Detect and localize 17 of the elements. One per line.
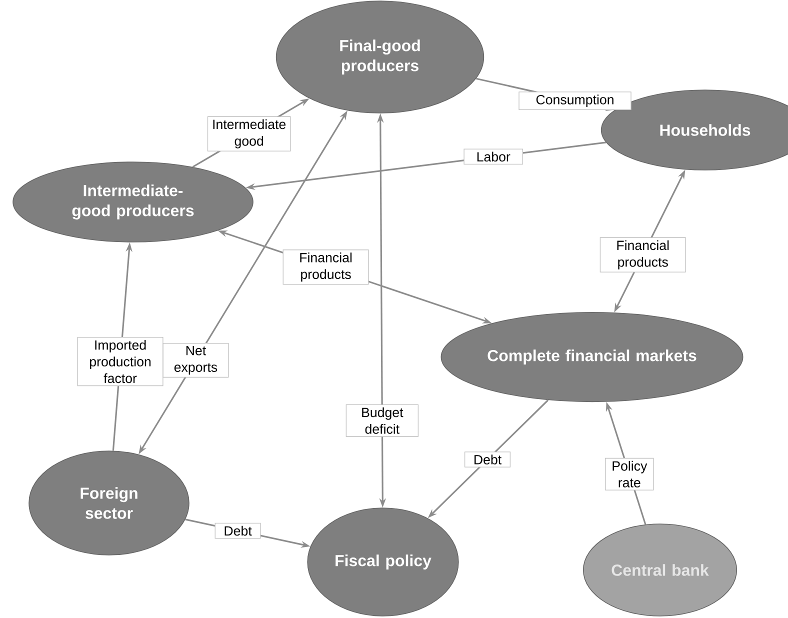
edge-label: Consumption [518,92,632,110]
ellipse-node: Central bank [582,524,738,616]
edge-label: Net exports [162,342,229,378]
edge-label: Imported production factor [77,336,164,386]
ellipse-node: Fiscal policy [307,508,459,616]
edge-label: Financial products [282,250,369,285]
edge-label: Policy rate [605,458,654,490]
ellipse-node: Foreign sector [28,450,190,556]
ellipse-node: Complete financial markets [440,312,744,402]
edge-label: Intermediate good [207,116,291,152]
edge-label: Labor [464,148,524,165]
edge-label: Financial products [600,237,686,272]
ellipse-node: Intermediate-good producers [12,162,254,242]
edge-label: Debt [214,522,261,539]
ellipse-node: Final-good producers [276,0,484,114]
edge-label: Budget deficit [346,404,418,437]
edge-label: Debt [464,452,510,468]
